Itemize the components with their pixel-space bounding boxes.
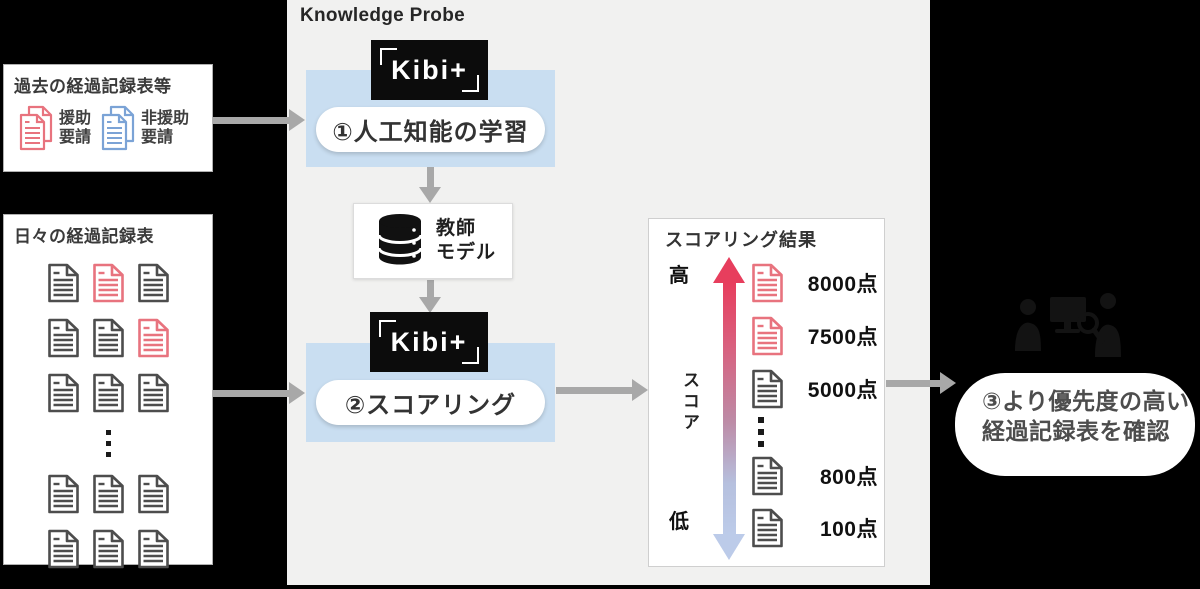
document-row (47, 529, 170, 569)
arrow-shaft (886, 379, 940, 387)
teacher-model-box: 教師 モデル (353, 203, 513, 279)
arrow-head-icon (632, 379, 648, 401)
priority-review-bubble: ③より優先度の高い 経過記録表を確認 (955, 373, 1195, 476)
document-icon (47, 318, 79, 358)
arrow-shaft (556, 386, 632, 394)
daily-records-box: 日々の経過記録表 (3, 214, 213, 569)
score-axis-label: スコア (680, 371, 699, 434)
scoring-result-row: 8000点 (751, 263, 878, 303)
document-icon (47, 373, 79, 413)
score-label: 100点 (819, 518, 878, 541)
past-records-items: 援助 要請 非援助 要請 (4, 99, 212, 151)
arrowhead-up-icon (713, 257, 745, 283)
document-row (47, 318, 170, 358)
document-icon (752, 316, 783, 356)
record-type-label: 援助 要請 (59, 109, 92, 146)
document-row (47, 373, 170, 413)
score-high-label: 高 (669, 265, 689, 287)
document-icon (92, 474, 124, 514)
document-icon (137, 474, 169, 514)
double-document-icon (101, 105, 135, 151)
document-icon (752, 263, 783, 303)
scoring-result-row: 800点 (751, 456, 878, 496)
arrow-head-icon (289, 109, 305, 131)
daily-records-title: 日々の経過記録表 (14, 227, 154, 246)
document-icon (47, 263, 79, 303)
arrow-head-icon (419, 297, 441, 313)
kibit-logo: Kibi+ (370, 312, 488, 372)
arrow-daily-to-scoring (213, 382, 305, 404)
document-icon (752, 369, 783, 409)
daily-records-grid (4, 263, 212, 569)
document-icon (92, 529, 124, 569)
scoring-result-row: 5000点 (751, 369, 878, 409)
scoring-result-title: スコアリング結果 (665, 230, 817, 250)
score-low-label: 低 (669, 511, 689, 533)
document-icon (137, 318, 169, 358)
document-icon (137, 263, 169, 303)
record-type-item: 援助 要請 (18, 105, 91, 151)
gradient-shaft (722, 283, 736, 534)
ellipsis-dots (758, 415, 764, 449)
record-type-label: 非援助 要請 (141, 109, 190, 146)
arrow-shaft (426, 280, 434, 297)
scoring-result-row: 100点 (751, 508, 878, 548)
document-icon (137, 529, 169, 569)
knowledge-probe-title: Knowledge Probe (300, 5, 465, 26)
database-icon (377, 213, 423, 264)
past-records-box: 過去の経過記録表等 援助 要請 非援助 要請 (3, 64, 213, 172)
reviewer-at-computer-icon (998, 281, 1146, 382)
priority-review-label: ③より優先度の高い 経過記録表を確認 (982, 388, 1190, 444)
arrow-model-to-scoring (419, 280, 441, 313)
arrow-learning-to-model (419, 152, 441, 203)
kibit-logo: Kibi+ (371, 40, 488, 100)
kibit-logo-text: Kibi+ (391, 54, 468, 85)
arrow-head-icon (419, 187, 441, 203)
learning-step-label: ①人工知能の学習 (332, 119, 529, 146)
arrow-shaft (213, 389, 289, 397)
kibit-logo-text: Kibi+ (390, 326, 468, 357)
score-label: 5000点 (807, 379, 878, 402)
document-icon (92, 263, 124, 303)
document-icon (47, 529, 79, 569)
past-records-title: 過去の経過記録表等 (14, 77, 172, 96)
arrow-past-to-learning (213, 109, 305, 131)
record-type-item: 非援助 要請 (100, 105, 189, 151)
document-icon (92, 318, 124, 358)
arrow-result-to-review (886, 372, 956, 394)
learning-step-pill: ①人工知能の学習 (316, 107, 545, 152)
arrow-shaft (426, 152, 434, 187)
arrow-scoring-to-result (556, 379, 648, 401)
document-icon (752, 456, 783, 496)
document-icon (752, 508, 783, 548)
score-gradient-arrow (713, 257, 745, 560)
scoring-step-pill: ②スコアリング (316, 380, 545, 425)
teacher-model-label: 教師 モデル (436, 218, 497, 263)
score-label: 8000点 (807, 273, 878, 296)
database-icon (376, 212, 424, 271)
scoring-result-panel: スコアリング結果 高 スコア 低 8000点 7500点 5000点 (648, 218, 885, 567)
scoring-result-row: 7500点 (751, 316, 878, 356)
document-row (47, 263, 170, 303)
document-row (47, 474, 170, 514)
ellipsis-dots (105, 428, 111, 459)
document-icon (92, 373, 124, 413)
document-icon (137, 373, 169, 413)
scoring-step-label: ②スコアリング (344, 392, 517, 419)
arrow-shaft (213, 116, 289, 124)
arrow-head-icon (940, 372, 956, 394)
arrowhead-down-icon (713, 534, 745, 560)
document-icon (47, 474, 79, 514)
double-document-icon (19, 105, 53, 151)
arrow-head-icon (289, 382, 305, 404)
score-label: 7500点 (807, 326, 878, 349)
score-label: 800点 (819, 466, 878, 489)
